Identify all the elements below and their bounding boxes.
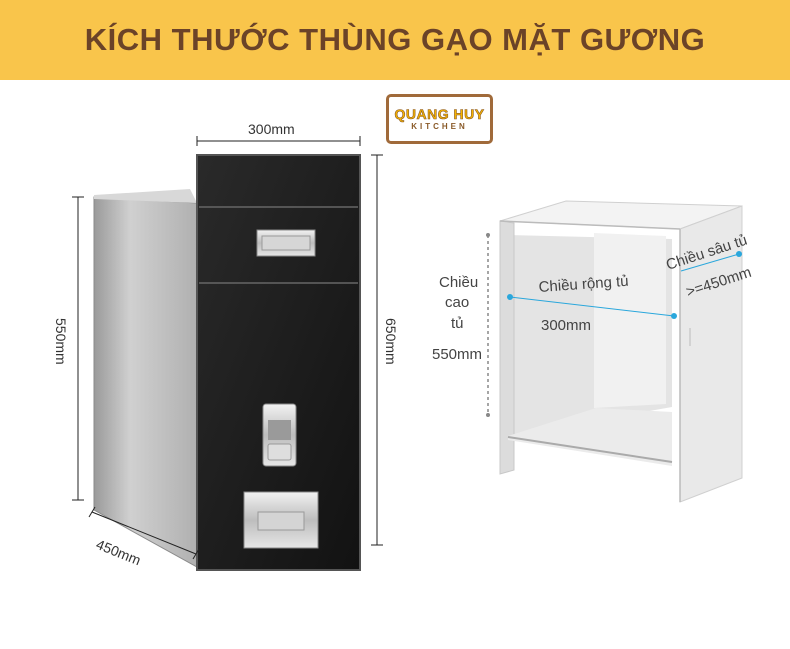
dim-width: 300mm [248,121,295,137]
bin-top-edge [94,189,197,203]
cabinet-measure-guides [486,233,742,417]
label-height-value: 550mm [432,346,482,363]
rice-bin [93,154,361,571]
cabinet-left-side [499,220,515,475]
logo-sub: KITCHEN [411,122,468,131]
label-height-2: cao [445,294,469,311]
dim-height-front: 650mm [383,318,399,365]
cabinet-sketch [499,200,743,503]
logo-name: QUANG HUY [394,106,485,123]
page-title: KÍCH THƯỚC THÙNG GẠO MẶT GƯƠNG [84,22,706,57]
header-banner: KÍCH THƯỚC THÙNG GẠO MẶT GƯƠNG [0,0,790,80]
dim-depth: 450mm [94,536,143,568]
product-dimension-lines [72,136,383,560]
bin-side-panel [93,196,198,568]
dim-height-side: 550mm [53,318,69,365]
brand-logo: QUANG HUY KITCHEN [386,94,493,144]
cabinet-bottom-shelf [508,408,672,466]
label-height-3: tủ [451,315,464,332]
label-width: Chiều rộng tủ [538,273,629,296]
label-width-value: 300mm [541,317,591,334]
label-height-1: Chiều [439,274,478,291]
